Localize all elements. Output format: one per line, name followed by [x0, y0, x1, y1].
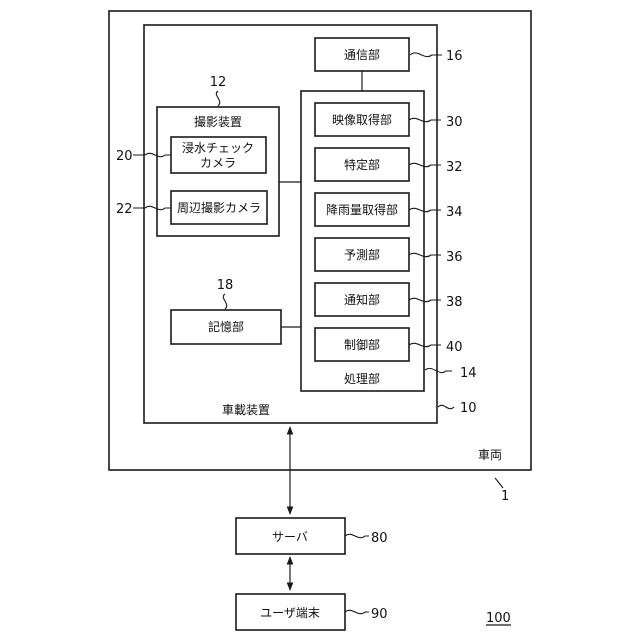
- server-label: サーバ: [272, 530, 308, 544]
- storage-unit-ref-leader: [223, 294, 226, 309]
- user-terminal-ref-leader: [345, 610, 369, 613]
- surroundings-camera-ref: 22: [116, 202, 133, 217]
- vehicle-ref-leader: [495, 478, 503, 488]
- identification-unit-ref: 32: [446, 160, 463, 175]
- storage-unit-label: 記憶部: [208, 319, 244, 334]
- prediction-unit-ref: 36: [446, 250, 463, 265]
- onboard-device-label: 車載装置: [222, 403, 270, 417]
- storage-unit-ref: 18: [217, 278, 234, 293]
- processing-unit-ref: 14: [460, 366, 477, 381]
- surroundings-camera-label: 周辺撮影カメラ: [177, 201, 261, 215]
- imaging-device-label: 撮影装置: [194, 115, 242, 129]
- communication-unit-ref: 16: [446, 49, 463, 64]
- flood-check-camera-label-line2: カメラ: [200, 156, 236, 170]
- onboard-device-ref: 10: [460, 401, 477, 416]
- video-acquisition-unit-ref: 30: [446, 115, 463, 130]
- vehicle-label: 車両: [478, 448, 502, 462]
- rainfall-acquisition-unit-ref: 34: [446, 205, 463, 220]
- control-unit-label: 制御部: [344, 337, 380, 352]
- control-unit-ref: 40: [446, 340, 463, 355]
- onboard-device-ref-leader: [438, 405, 454, 408]
- rainfall-acquisition-unit-label: 降雨量取得部: [326, 202, 398, 217]
- notification-unit-label: 通知部: [344, 292, 380, 307]
- server-ref-leader: [345, 534, 369, 537]
- user-terminal-ref: 90: [371, 607, 388, 622]
- processing-unit-label: 処理部: [344, 371, 380, 386]
- video-acquisition-unit-label: 映像取得部: [332, 112, 392, 127]
- system-ref: 100: [486, 611, 511, 626]
- notification-unit-ref: 38: [446, 295, 463, 310]
- imaging-device-ref-leader: [216, 91, 219, 106]
- surroundings-camera-ref-leader: [133, 206, 171, 209]
- imaging-device-ref: 12: [210, 75, 227, 90]
- flood-check-camera-ref-leader: [133, 153, 171, 156]
- user-terminal-label: ユーザ端末: [260, 606, 320, 620]
- communication-unit-label: 通信部: [344, 47, 380, 62]
- flood-check-camera-label-line1: 浸水チェック: [182, 141, 254, 155]
- prediction-unit-label: 予測部: [344, 247, 380, 262]
- flood-check-camera-ref: 20: [116, 149, 133, 164]
- processing-unit-ref-leader: [425, 368, 452, 372]
- server-ref: 80: [371, 531, 388, 546]
- vehicle-ref: 1: [501, 489, 509, 504]
- identification-unit-label: 特定部: [344, 157, 380, 172]
